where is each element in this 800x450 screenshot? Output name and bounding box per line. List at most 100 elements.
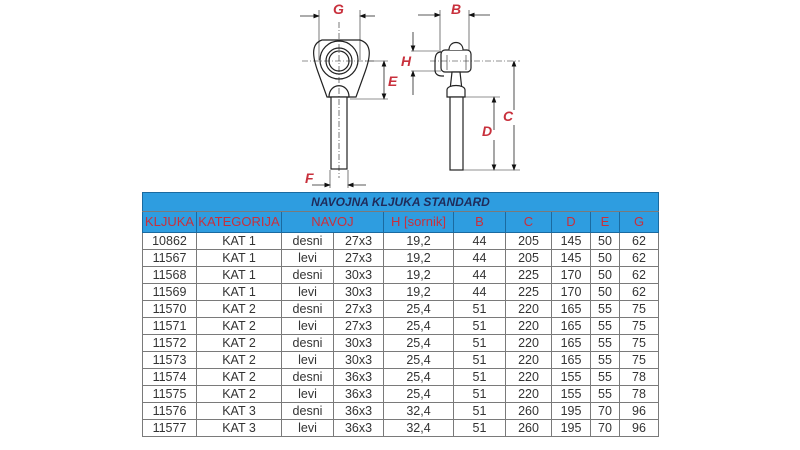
cell-h: 32,4 [383, 402, 454, 420]
cell-kljuka: 10862 [142, 232, 197, 250]
cell-kategorija: KAT 1 [196, 266, 282, 284]
cell-kategorija: KAT 2 [196, 385, 282, 403]
cell-h: 25,4 [383, 368, 454, 386]
cell-navoj: 27x3 [333, 300, 384, 318]
cell-b: 51 [453, 334, 506, 352]
cell-navoj: 27x3 [333, 317, 384, 335]
col-header-d: D [551, 211, 591, 233]
cell-h: 19,2 [383, 283, 454, 301]
cell-kljuka: 11577 [142, 419, 197, 437]
dimension-label-e: E [388, 73, 398, 89]
cell-d: 195 [551, 419, 591, 437]
cell-g: 62 [619, 283, 659, 301]
cell-h: 25,4 [383, 300, 454, 318]
cell-e: 50 [590, 249, 620, 267]
cell-c: 260 [505, 402, 552, 420]
cell-smjer: desni [281, 368, 334, 386]
cell-h: 25,4 [383, 317, 454, 335]
cell-g: 75 [619, 300, 659, 318]
cell-smjer: desni [281, 232, 334, 250]
dimension-label-b: B [451, 1, 462, 17]
cell-b: 51 [453, 368, 506, 386]
cell-e: 70 [590, 419, 620, 437]
cell-kljuka: 11574 [142, 368, 197, 386]
cell-kljuka: 11571 [142, 317, 197, 335]
cell-smjer: levi [281, 385, 334, 403]
cell-kljuka: 11576 [142, 402, 197, 420]
cell-kljuka: 11575 [142, 385, 197, 403]
cell-c: 205 [505, 249, 552, 267]
cell-e: 50 [590, 283, 620, 301]
cell-kategorija: KAT 2 [196, 334, 282, 352]
cell-kategorija: KAT 3 [196, 419, 282, 437]
cell-h: 25,4 [383, 385, 454, 403]
cell-d: 165 [551, 300, 591, 318]
cell-e: 70 [590, 402, 620, 420]
cell-e: 50 [590, 266, 620, 284]
cell-b: 51 [453, 385, 506, 403]
cell-h: 32,4 [383, 419, 454, 437]
cell-d: 170 [551, 266, 591, 284]
cell-h: 19,2 [383, 266, 454, 284]
cell-b: 44 [453, 232, 506, 250]
cell-c: 220 [505, 334, 552, 352]
cell-smjer: desni [281, 266, 334, 284]
cell-c: 225 [505, 266, 552, 284]
cell-e: 55 [590, 300, 620, 318]
cell-kategorija: KAT 2 [196, 351, 282, 369]
cell-navoj: 27x3 [333, 232, 384, 250]
cell-navoj: 36x3 [333, 385, 384, 403]
cell-b: 44 [453, 249, 506, 267]
dimension-label-g: G [333, 1, 344, 17]
cell-kategorija: KAT 2 [196, 368, 282, 386]
cell-smjer: desni [281, 334, 334, 352]
cell-d: 145 [551, 249, 591, 267]
cell-kategorija: KAT 1 [196, 232, 282, 250]
cell-e: 55 [590, 385, 620, 403]
cell-e: 55 [590, 334, 620, 352]
cell-navoj: 30x3 [333, 266, 384, 284]
cell-navoj: 27x3 [333, 249, 384, 267]
cell-kljuka: 11572 [142, 334, 197, 352]
cell-smjer: desni [281, 300, 334, 318]
spec-table: NAVOJNA KLJUKA STANDARD KLJUKA KATEGORIJ… [142, 192, 659, 437]
cell-smjer: levi [281, 283, 334, 301]
cell-navoj: 36x3 [333, 419, 384, 437]
cell-kljuka: 11573 [142, 351, 197, 369]
cell-b: 51 [453, 351, 506, 369]
cell-d: 155 [551, 368, 591, 386]
cell-kategorija: KAT 3 [196, 402, 282, 420]
cell-b: 51 [453, 300, 506, 318]
cell-kategorija: KAT 2 [196, 300, 282, 318]
dimension-label-f: F [305, 170, 314, 186]
cell-kljuka: 11568 [142, 266, 197, 284]
cell-c: 220 [505, 317, 552, 335]
cell-navoj: 30x3 [333, 334, 384, 352]
cell-g: 78 [619, 385, 659, 403]
col-header-navoj: NAVOJ [281, 211, 384, 233]
cell-kategorija: KAT 2 [196, 317, 282, 335]
cell-d: 170 [551, 283, 591, 301]
cell-navoj: 36x3 [333, 368, 384, 386]
cell-b: 44 [453, 283, 506, 301]
cell-d: 145 [551, 232, 591, 250]
cell-b: 51 [453, 402, 506, 420]
cell-g: 62 [619, 266, 659, 284]
cell-g: 75 [619, 351, 659, 369]
col-header-kljuka: KLJUKA [142, 211, 197, 233]
cell-c: 225 [505, 283, 552, 301]
table-title: NAVOJNA KLJUKA STANDARD [142, 192, 659, 212]
cell-g: 62 [619, 232, 659, 250]
cell-h: 25,4 [383, 351, 454, 369]
dimension-label-h: H [401, 53, 412, 69]
cell-smjer: desni [281, 402, 334, 420]
rod-end-drawing [300, 10, 520, 188]
cell-b: 44 [453, 266, 506, 284]
